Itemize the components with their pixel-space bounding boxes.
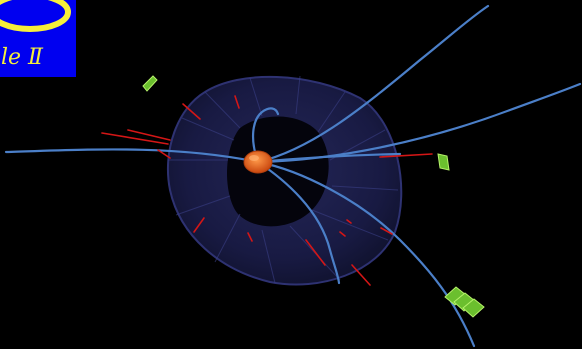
muon-hits (142, 75, 485, 318)
logo (0, 0, 76, 77)
deposit (380, 227, 393, 235)
logo-panel (0, 0, 76, 77)
interaction-point (243, 150, 273, 174)
track (256, 160, 341, 285)
track (256, 4, 490, 164)
deposit (339, 231, 346, 237)
deposit (234, 95, 240, 109)
deposit (101, 132, 169, 145)
track (4, 148, 260, 164)
deposit (305, 239, 326, 266)
muon-hit (437, 153, 450, 171)
track (256, 160, 476, 348)
deposit (346, 219, 352, 224)
track (252, 107, 280, 164)
muon-hit (462, 298, 485, 318)
deposit (182, 103, 201, 120)
energy-deposits (101, 95, 433, 286)
deposit (247, 232, 253, 242)
deposit (379, 153, 433, 158)
deposit (157, 149, 171, 159)
muon-hit (142, 75, 158, 92)
logo-ring (0, 0, 71, 32)
logo-text: le Ⅱ (1, 45, 44, 70)
deposit (127, 129, 171, 141)
particle-tracks (4, 4, 582, 348)
deposit (351, 264, 371, 286)
detector-barrel (166, 75, 403, 286)
deposit (193, 217, 205, 233)
